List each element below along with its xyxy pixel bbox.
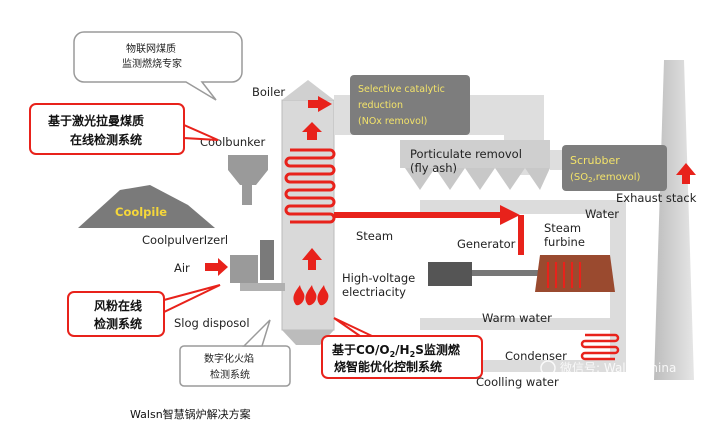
generator-label: Generator	[457, 237, 516, 251]
wechat-watermark: 微信号: Walsn-china	[540, 360, 676, 376]
bunker-chute	[242, 185, 252, 205]
slag-label: Slog disposol	[174, 316, 250, 330]
water-label: Water	[585, 207, 619, 221]
generator-shaft	[472, 270, 542, 276]
superheater-coils	[284, 148, 336, 224]
turbine-blades	[547, 262, 581, 288]
scr-line1: Selective catalytic	[358, 84, 445, 95]
scr-line2: reduction	[358, 100, 403, 111]
condenser-coils	[580, 333, 620, 361]
raman-line2: 在线检测系统	[70, 132, 142, 147]
slag-tray	[240, 283, 285, 291]
water-pipe-top	[420, 200, 626, 214]
generator	[428, 262, 472, 286]
flame-icons	[293, 285, 329, 306]
figure-caption: Walsn智慧锅炉解决方案	[130, 407, 251, 421]
expert-line2: 监测燃烧专家	[122, 57, 182, 70]
gas-control-callout: 基于CO/O2/H2S监测燃 烧智能优化控制系统	[321, 317, 483, 379]
scr-box	[350, 75, 470, 135]
boiler-roof	[282, 80, 334, 100]
particulate-box	[400, 140, 550, 168]
gas-line1: 基于CO/O2/H2S监测燃	[331, 342, 461, 359]
flame-detect-line2: 检测系统	[210, 368, 250, 381]
scrubber-box	[562, 145, 667, 191]
warm-water-label: Warm water	[482, 311, 552, 325]
pulverizer	[230, 255, 258, 283]
coal-pile	[78, 185, 215, 228]
steam-label: Steam	[356, 229, 393, 243]
coal-bunker	[228, 155, 268, 185]
wind-powder-callout: 风粉在线 检测系统	[67, 284, 221, 337]
particulate-hoppers	[405, 168, 550, 190]
boiler-label: Boiler	[252, 85, 285, 99]
slag-hopper	[282, 330, 334, 345]
condenser-label: Condenser	[505, 349, 567, 363]
scrubber-line2: (SO2,removol)	[570, 172, 640, 184]
wind-powder-line1: 风粉在线	[94, 298, 142, 313]
coolpulverizer-label: CoolpulverIzerl	[142, 233, 228, 247]
exhaust-stack	[654, 60, 694, 380]
hv-label-2: electriacity	[342, 285, 406, 299]
steam-arrow	[500, 205, 520, 225]
raman-line1: 基于激光拉曼煤质	[47, 113, 144, 128]
flame-detect-line1: 数字化火焰	[204, 352, 254, 365]
flow-arrows	[205, 96, 696, 276]
flame-detect-callout: 数字化火焰 检测系统	[179, 319, 291, 387]
cooling-water-label: Coolling water	[476, 375, 559, 389]
cooling-water-pipe	[480, 360, 626, 372]
turbine-label-1: Steam	[544, 221, 581, 235]
pulverizer-feeder	[260, 240, 274, 280]
scrubber-line1: Scrubber	[570, 154, 620, 167]
air-label: Air	[174, 261, 190, 275]
expert-line1: 物联网煤质	[126, 42, 176, 55]
turbine-label-2: furbine	[544, 235, 585, 249]
raman-callout: 基于激光拉曼煤质 在线检测系统	[29, 103, 219, 155]
warm-water-pipe	[420, 318, 626, 330]
particulate-label-2: (fly ash)	[410, 161, 457, 175]
scr-line3: (NOx removol)	[358, 116, 427, 127]
steam-pipe	[334, 212, 504, 218]
particulate-label-1: Porticulate removol	[410, 147, 522, 161]
hv-label-1: High-voltage	[342, 271, 415, 285]
steam-pipe-down	[518, 215, 524, 255]
expert-callout: 物联网煤质 监测燃烧专家	[73, 31, 243, 101]
wechat-icon	[540, 360, 556, 376]
watermark-text: 微信号: Walsn-china	[560, 361, 676, 375]
exhaust-label: Exhaust stack	[616, 191, 697, 205]
coolpile-label: Coolpile	[115, 205, 167, 219]
gas-line2: 烧智能优化控制系统	[334, 359, 442, 374]
wind-powder-line2: 检测系统	[94, 316, 142, 331]
